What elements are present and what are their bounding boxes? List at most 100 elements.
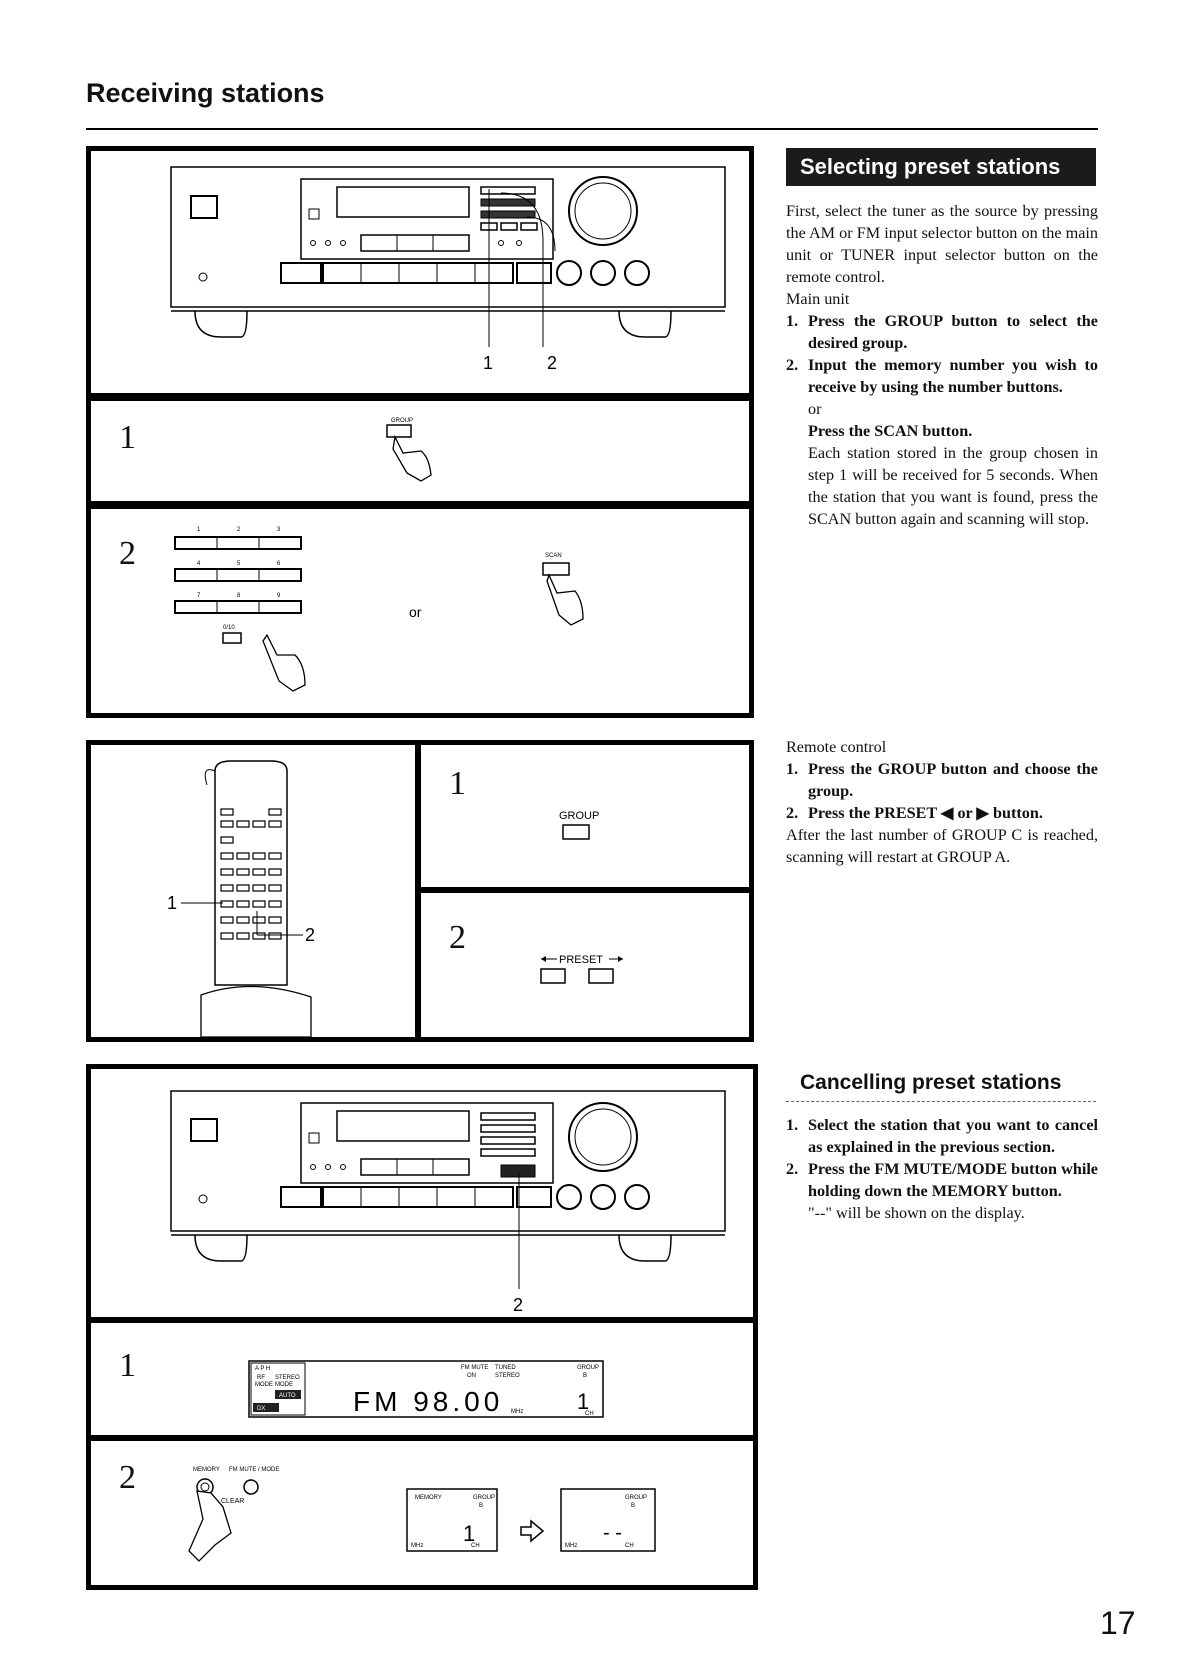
step-num: 1. — [786, 760, 799, 778]
receiver-illustration: 2 — [170, 1090, 726, 1315]
step-text: Input the memory number you wish to rece… — [808, 356, 1098, 396]
heading-rule — [786, 1101, 1096, 1102]
display-label-stereo-top: STEREO — [495, 1373, 520, 1379]
group-button-illustration: GROUP — [559, 810, 599, 840]
cancel-step-2: 2. Press the FM MUTE/MODE button while h… — [786, 1158, 1098, 1202]
display-channel-unit: CH — [585, 1411, 594, 1417]
display-label-mode-1: MODE — [255, 1382, 273, 1388]
display-label-fm-mute: FM MUTE — [461, 1365, 488, 1371]
lcd-after-mhz: MHz — [565, 1543, 577, 1549]
display-label-dx: DX — [257, 1406, 265, 1412]
page-number: 17 — [1100, 1605, 1136, 1641]
clear-label: CLEAR — [221, 1498, 244, 1505]
display-label-rf: RF — [257, 1375, 265, 1381]
remote-step-2: 2. Press the PRESET ◀ or ▶ button. — [786, 802, 1098, 824]
cancelling-section: 1. Select the station that you want to c… — [786, 1114, 1098, 1224]
lcd-before-memory: MEMORY — [415, 1495, 442, 1501]
step-text: Select the station that you want to canc… — [808, 1116, 1098, 1156]
remote-step-1: 1. Press the GROUP button and choose the… — [786, 758, 1098, 802]
key-label-1: 1 — [197, 527, 201, 533]
step2-panel-1: 2 1 2 3 4 5 6 7 8 9 0/10 or SCAN — [86, 504, 754, 718]
or-text: or — [808, 400, 822, 418]
cancel-step2-panel: 2 MEMORY FM MUTE / MODE CLEAR MEMORY GRO… — [86, 1436, 758, 1590]
fm-mute-mode-label: FM MUTE / MODE — [229, 1467, 279, 1473]
scan-label: SCAN — [545, 553, 562, 559]
step-number: 1 — [119, 419, 136, 456]
cancelling-heading: Cancelling preset stations — [800, 1071, 1062, 1094]
display-label-aph: A P H — [255, 1366, 270, 1372]
receiver-illustration: 1 2 — [170, 166, 726, 373]
remote-step2-panel: 2 PRESET — [416, 888, 754, 1042]
lcd-before-value: 1 — [463, 1521, 475, 1546]
memory-clear-illustration: MEMORY FM MUTE / MODE CLEAR MEMORY GROUP… — [188, 1467, 656, 1562]
group-label: GROUP — [391, 418, 413, 424]
remote-section: Remote control 1. Press the GROUP button… — [786, 736, 1098, 868]
lcd-before-group: GROUP — [473, 1495, 495, 1501]
key-label-0: 0/10 — [223, 625, 235, 631]
main-unit-label: Main unit — [786, 290, 850, 308]
selecting-step-2: 2. Input the memory number you wish to r… — [786, 354, 1098, 398]
key-label-2: 2 — [237, 527, 241, 533]
lcd-after-group: GROUP — [625, 1495, 647, 1501]
callout-2: 2 — [547, 353, 557, 373]
step-number: 1 — [119, 1347, 136, 1384]
or-label: or — [409, 604, 422, 620]
step-text: Press the FM MUTE/MODE button while hold… — [808, 1160, 1098, 1200]
callout-1: 1 — [483, 353, 493, 373]
remote-illustration: 1 2 — [167, 760, 315, 1038]
lcd-after-value: - - — [603, 1522, 622, 1544]
display-label-on: ON — [467, 1373, 476, 1379]
step-text: Press the GROUP button and choose the gr… — [808, 760, 1098, 800]
cancel-step1-panel: 1 A P H RF STEREO MODE MODE AUTO DX FM M… — [86, 1318, 758, 1440]
callout-2: 2 — [513, 1295, 523, 1315]
selecting-step-1: 1. Press the GROUP button to select the … — [786, 310, 1098, 354]
step-text: Press the GROUP button to select the des… — [808, 312, 1098, 352]
step-number: 1 — [449, 765, 466, 802]
remote-step1-panel: 1 GROUP — [416, 740, 754, 892]
step-text: Press the PRESET ◀ or ▶ button. — [808, 804, 1043, 822]
step1-panel-1: 1 GROUP — [86, 396, 754, 506]
display-unit-mhz: MHz — [511, 1409, 523, 1415]
fm-display-illustration: A P H RF STEREO MODE MODE AUTO DX FM MUT… — [248, 1360, 604, 1418]
key-label-5: 5 — [237, 561, 241, 567]
key-label-8: 8 — [237, 593, 241, 599]
scan-step: Press the SCAN button. — [808, 422, 973, 440]
callout-1: 1 — [167, 893, 177, 913]
display-readout: FM 98.00 — [353, 1386, 503, 1417]
key-label-4: 4 — [197, 561, 201, 567]
group-button-illustration: GROUP — [386, 418, 432, 482]
lcd-before-b: B — [479, 1503, 483, 1509]
key-label-3: 3 — [277, 527, 281, 533]
selecting-heading: Selecting preset stations — [786, 148, 1096, 186]
scan-note: Each station stored in the group chosen … — [808, 444, 1098, 528]
memory-label: MEMORY — [193, 1467, 220, 1473]
step-num: 2. — [786, 1160, 799, 1178]
lcd-before-mhz: MHz — [411, 1543, 423, 1549]
page-title: Receiving stations — [86, 78, 325, 108]
preset-buttons-illustration: PRESET — [540, 954, 623, 984]
receiver-panel-3: 2 — [86, 1064, 758, 1322]
callout-2: 2 — [305, 925, 315, 945]
display-channel: 1 — [577, 1389, 589, 1414]
step-number: 2 — [119, 535, 136, 572]
key-label-6: 6 — [277, 561, 281, 567]
selecting-intro: First, select the tuner as the source by… — [786, 202, 1098, 286]
display-label-b: B — [583, 1373, 587, 1379]
key-label-7: 7 — [197, 593, 201, 599]
step-num: 2. — [786, 356, 799, 374]
group-label: GROUP — [559, 810, 599, 822]
cancel-step-1: 1. Select the station that you want to c… — [786, 1114, 1098, 1158]
lcd-before-ch: CH — [471, 1543, 480, 1549]
step-num: 2. — [786, 804, 799, 822]
step-number: 2 — [119, 1459, 136, 1496]
selecting-section: First, select the tuner as the source by… — [786, 200, 1098, 530]
display-label-stereo: STEREO — [275, 1375, 300, 1381]
display-label-auto: AUTO — [279, 1393, 296, 1399]
display-label-mode-2: MODE — [275, 1382, 293, 1388]
remote-note: After the last number of GROUP C is reac… — [786, 826, 1098, 866]
receiver-panel-1: 1 2 — [86, 146, 754, 398]
number-keys-illustration: 1 2 3 4 5 6 7 8 9 0/10 or SCAN — [174, 527, 584, 692]
key-label-9: 9 — [277, 593, 281, 599]
display-label-group: GROUP — [577, 1365, 599, 1371]
lcd-after-ch: CH — [625, 1543, 634, 1549]
